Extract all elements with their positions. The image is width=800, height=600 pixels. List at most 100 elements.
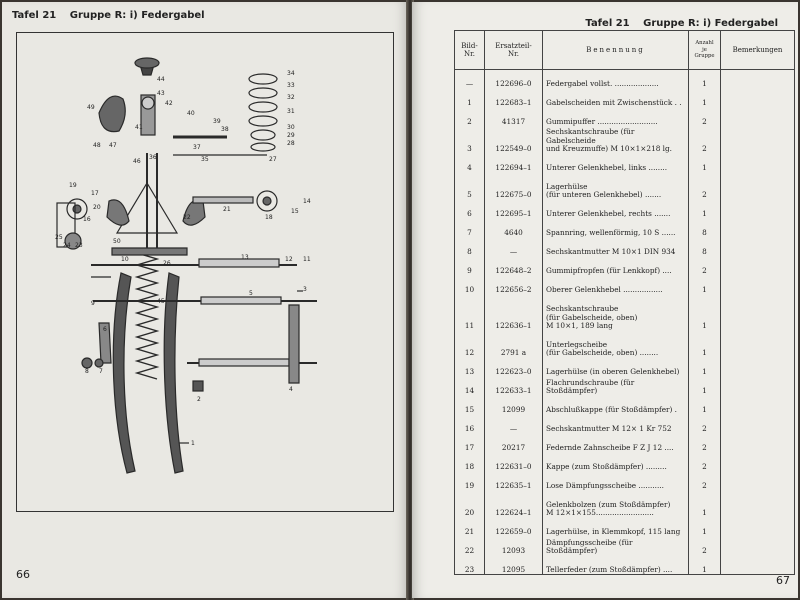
callout-3: 3 bbox=[303, 286, 307, 293]
cell-anzahl: 1 bbox=[688, 153, 721, 173]
cell-ersatzteil-nr: 122549–0 bbox=[484, 126, 543, 154]
cell-anzahl: 2 bbox=[688, 452, 721, 472]
cell-ersatzteil-nr: 4640 bbox=[484, 218, 543, 238]
cell-bild-nr: 2 bbox=[454, 107, 485, 127]
callout-16: 16 bbox=[83, 216, 91, 223]
callout-18: 18 bbox=[265, 214, 273, 221]
fork-exploded-diagram: 1 2 3 4 5 6 7 8 9 10 11 12 13 14 15 16 1 bbox=[55, 57, 317, 474]
callout-38: 38 bbox=[221, 126, 229, 133]
cell-bild-nr: 10 bbox=[454, 275, 485, 295]
cell-benennung: Sechskantschraube (für Gabelscheide und … bbox=[542, 126, 689, 154]
cell-benennung: Gummipuffer .......................... bbox=[542, 107, 689, 127]
col-header-bild-nr: Bild- Nr. bbox=[454, 30, 485, 70]
cell-bild-nr: 23 bbox=[454, 555, 485, 575]
callout-10: 10 bbox=[121, 256, 129, 263]
cell-ersatzteil-nr: 12093 bbox=[484, 536, 543, 556]
cell-anzahl: 8 bbox=[688, 237, 721, 257]
col-header-anzahl: Anzahl je Gruppe bbox=[688, 30, 721, 70]
cell-anzahl: 2 bbox=[688, 536, 721, 556]
left-page: Tafel 21 Gruppe R: i) Federgabel bbox=[2, 2, 408, 598]
callout-35: 35 bbox=[201, 156, 209, 163]
cell-benennung: Unterer Gelenkhebel, rechts ....... bbox=[542, 199, 689, 219]
cell-bemerkungen bbox=[720, 536, 795, 556]
cell-ersatzteil-nr: 122623–0 bbox=[484, 357, 543, 377]
cell-ersatzteil-nr: 20217 bbox=[484, 433, 543, 453]
right-page: Tafel 21 Gruppe R: i) Federgabel Bild- N… bbox=[412, 2, 798, 598]
cell-benennung: Sechskantschraube (für Gabelscheide, obe… bbox=[542, 294, 689, 331]
cell-bemerkungen bbox=[720, 275, 795, 295]
cell-anzahl: 1 bbox=[688, 490, 721, 518]
left-page-header: Tafel 21 Gruppe R: i) Federgabel bbox=[12, 10, 215, 21]
parts-table: Bild- Nr. Ersatzteil- Nr. Benennung Anza… bbox=[454, 30, 795, 575]
cell-benennung: Abschlußkappe (für Stoßdämpfer) . bbox=[542, 395, 689, 415]
cell-anzahl: 1 bbox=[688, 357, 721, 377]
fork-blade-right-shape bbox=[163, 272, 184, 474]
cell-bild-nr: 7 bbox=[454, 218, 485, 238]
cell-ersatzteil-nr: 122683–1 bbox=[484, 88, 543, 108]
callout-31: 31 bbox=[287, 108, 295, 115]
cell-bild-nr: 11 bbox=[454, 294, 485, 331]
cell-anzahl: 1 bbox=[688, 555, 721, 575]
gruppe-label: Gruppe R: i) Federgabel bbox=[643, 18, 778, 29]
callout-6: 6 bbox=[103, 326, 107, 333]
callout-29: 29 bbox=[287, 132, 295, 139]
cell-bild-nr: 16 bbox=[454, 414, 485, 434]
cell-anzahl: 2 bbox=[688, 107, 721, 127]
cell-benennung: Unterlegscheibe (für Gabelscheide, oben)… bbox=[542, 330, 689, 358]
cell-ersatzteil-nr: 2791 a bbox=[484, 330, 543, 358]
callout-12: 12 bbox=[285, 256, 293, 263]
callout-20: 20 bbox=[93, 204, 101, 211]
callout-49: 49 bbox=[87, 104, 95, 111]
cell-bemerkungen bbox=[720, 126, 795, 154]
cell-bild-nr: 22 bbox=[454, 536, 485, 556]
callout-23: 23 bbox=[75, 242, 83, 249]
callout-7: 7 bbox=[99, 368, 103, 375]
cell-benennung: Flachrundschraube (für Stoßdämpfer) bbox=[542, 376, 689, 396]
cell-bemerkungen bbox=[720, 555, 795, 575]
cell-ersatzteil-nr: 122656–2 bbox=[484, 275, 543, 295]
cell-bild-nr: 13 bbox=[454, 357, 485, 377]
cell-ersatzteil-nr: 122636–1 bbox=[484, 294, 543, 331]
cell-bemerkungen bbox=[720, 452, 795, 472]
callout-21: 21 bbox=[223, 206, 231, 213]
cell-benennung: Gelenkbolzen (zum Stoßdämpfer) M 12×1×15… bbox=[542, 490, 689, 518]
cell-bemerkungen bbox=[720, 294, 795, 331]
col-header-bemerkungen: Bemerkungen bbox=[720, 30, 795, 70]
callout-46: 46 bbox=[133, 158, 141, 165]
cell-bild-nr: 15 bbox=[454, 395, 485, 415]
callout-28: 28 bbox=[287, 140, 295, 147]
callout-32: 32 bbox=[287, 94, 295, 101]
cell-benennung: Sechskantmutter M 10×1 DIN 934 bbox=[542, 237, 689, 257]
cell-bild-nr: — bbox=[454, 69, 485, 89]
callout-19: 19 bbox=[69, 182, 77, 189]
cell-benennung: Sechskantmutter M 12× 1 Kr 752 bbox=[542, 414, 689, 434]
callout-27: 27 bbox=[269, 156, 277, 163]
callout-34: 34 bbox=[287, 70, 295, 77]
cell-anzahl: 1 bbox=[688, 294, 721, 331]
cell-ersatzteil-nr: 122648–2 bbox=[484, 256, 543, 276]
cell-bemerkungen bbox=[720, 218, 795, 238]
diagram-callouts: 1 2 3 4 5 6 7 8 9 10 11 12 13 14 15 16 1 bbox=[55, 70, 311, 447]
page-number-right: 67 bbox=[776, 574, 790, 587]
cell-anzahl: 1 bbox=[688, 69, 721, 89]
callout-36: 36 bbox=[149, 154, 157, 161]
cell-bild-nr: 14 bbox=[454, 376, 485, 396]
cell-bemerkungen bbox=[720, 517, 795, 537]
cell-anzahl: 2 bbox=[688, 433, 721, 453]
book-gutter bbox=[406, 0, 414, 600]
